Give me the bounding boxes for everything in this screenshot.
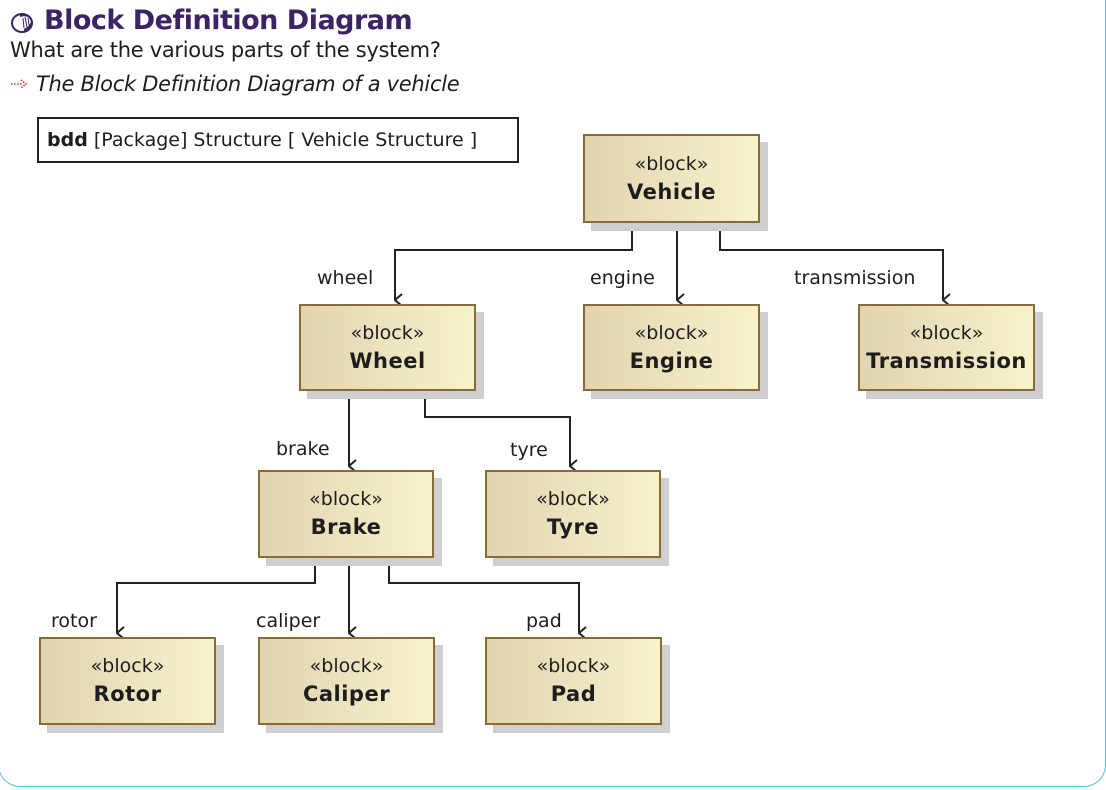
block-name: Brake: [310, 515, 382, 539]
block-wheel[interactable]: «block» Wheel: [299, 304, 476, 391]
caption-text: The Block Definition Diagram of a vehicl…: [36, 72, 460, 96]
role-label-pad: pad: [526, 610, 562, 632]
role-label-brake: brake: [276, 438, 330, 460]
block-stereotype: «block»: [536, 655, 611, 677]
block-stereotype: «block»: [309, 655, 384, 677]
block-stereotype: «block»: [350, 321, 425, 344]
ring-icon: [11, 13, 34, 33]
block-stereotype: «block»: [634, 321, 709, 344]
role-label-caliper: caliper: [256, 610, 321, 632]
block-pad[interactable]: «block» Pad: [485, 637, 662, 725]
block-name: Vehicle: [627, 179, 716, 204]
block-caliper[interactable]: «block» Caliper: [258, 637, 435, 725]
block-name: Transmission: [866, 348, 1027, 373]
block-stereotype: «block»: [309, 488, 383, 510]
diagram-frame-name: [Package] Structure [ Vehicle Structure …: [93, 129, 478, 151]
diagram-kind: bdd: [47, 129, 88, 151]
role-label-rotor: rotor: [51, 610, 97, 632]
block-vehicle[interactable]: «block» Vehicle: [583, 134, 760, 223]
block-name: Pad: [550, 682, 597, 706]
block-engine[interactable]: «block» Engine: [583, 304, 760, 391]
block-stereotype: «block»: [90, 655, 165, 677]
diagram-frame-label: bdd [Package] Structure [ Vehicle Struct…: [37, 117, 519, 163]
block-stereotype: «block»: [909, 321, 984, 344]
role-label-tyre: tyre: [510, 439, 548, 461]
role-label-wheel: wheel: [317, 267, 374, 289]
question-text: What are the various parts of the system…: [10, 38, 441, 62]
block-stereotype: «block»: [536, 488, 610, 510]
role-label-engine: engine: [590, 267, 655, 289]
block-name: Rotor: [93, 682, 162, 706]
block-name: Engine: [629, 348, 714, 373]
role-label-transmission: transmission: [794, 267, 916, 289]
dotted-arrow-icon: [11, 79, 28, 89]
block-name: Wheel: [349, 348, 426, 373]
block-name: Tyre: [546, 515, 600, 539]
block-transmission[interactable]: «block» Transmission: [858, 304, 1035, 391]
block-name: Caliper: [302, 682, 391, 706]
block-tyre[interactable]: «block» Tyre: [485, 470, 661, 558]
figure-caption: The Block Definition Diagram of a vehicl…: [10, 72, 460, 96]
page-title: Block Definition Diagram: [44, 4, 413, 36]
block-rotor[interactable]: «block» Rotor: [39, 637, 216, 725]
block-brake[interactable]: «block» Brake: [258, 470, 434, 558]
section-heading: Block Definition Diagram: [10, 0, 413, 40]
block-stereotype: «block»: [634, 152, 709, 175]
